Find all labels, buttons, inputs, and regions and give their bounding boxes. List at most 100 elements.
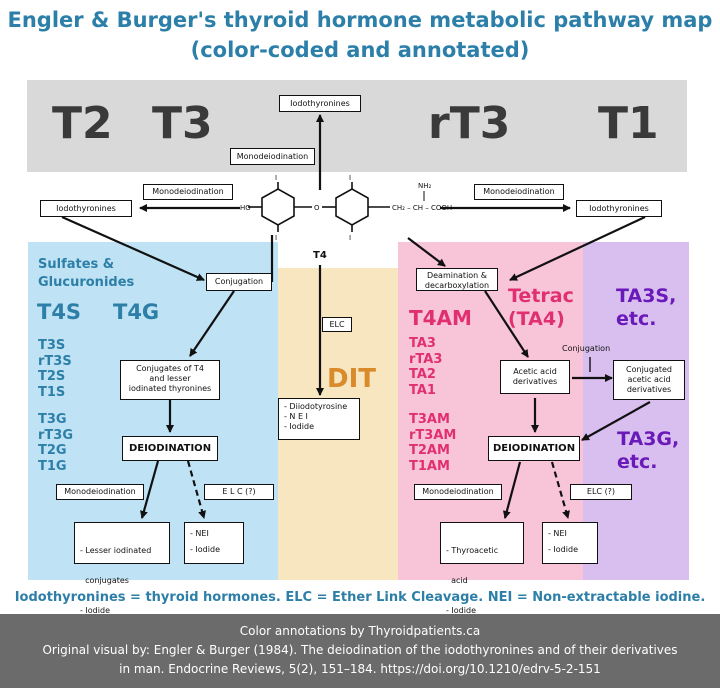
box-left-deiodination: DEIODINATION <box>122 436 218 461</box>
thyronamine-item: rT3AM <box>409 427 457 443</box>
sulfate-item: T2S <box>38 369 66 384</box>
label-ta3g: TA3G, etc. <box>617 428 679 474</box>
title-line-2: (color-coded and annotated) <box>190 38 530 62</box>
left-product-a-2: conjugates <box>80 576 129 585</box>
amine-item: TA2 <box>409 367 436 382</box>
conjugated-line-3: derivatives <box>626 385 672 394</box>
left-product-a-1: - Lesser iodinated <box>80 546 152 555</box>
right-product-b-1: - NEI <box>548 529 567 538</box>
label-t1: T1 <box>598 98 659 149</box>
thyronamines-list: T3AM rT3AM T2AM T1AM <box>409 412 456 474</box>
box-left-iodothyronines: Iodothyronines <box>40 200 132 217</box>
box-acetic: Acetic acid derivatives <box>500 360 570 394</box>
svg-text:I: I <box>349 174 351 182</box>
svg-text:CH₂ – CH – COOH: CH₂ – CH – COOH <box>392 204 452 212</box>
box-left-elc: E L C (?) <box>204 484 274 500</box>
sulfates-heading-1: Sulfates & <box>38 257 115 272</box>
left-product-b-2: - Iodide <box>190 545 220 554</box>
amine-item: TA3 <box>409 336 436 351</box>
label-t3: T3 <box>152 98 213 149</box>
label-tetrac: Tetrac (TA4) <box>508 285 574 331</box>
t4-molecule <box>248 182 390 232</box>
label-rt3: rT3 <box>428 98 511 149</box>
title-line-1: Engler & Burger's thyroid hormone metabo… <box>7 8 713 32</box>
svg-text:HO: HO <box>240 204 251 212</box>
right-product-a-1: - Thyroacetic <box>446 546 499 555</box>
box-right-products-a: - Thyroacetic acid - Iodide <box>440 522 524 615</box>
conjugates-line-3: iodinated thyronines <box>128 384 212 393</box>
dit-label: DIT <box>327 364 376 394</box>
tetrac-line-2: (TA4) <box>508 308 565 330</box>
box-right-monodeiodination: Monodeiodination <box>474 184 564 200</box>
label-t2: T2 <box>52 98 113 149</box>
amine-item: TA1 <box>409 382 436 398</box>
tetrac-line-1: Tetrac <box>508 285 574 307</box>
footer-line-2: Original visual by: Engler & Burger (198… <box>42 643 678 657</box>
box-right-monodeiodination-2: Monodeiodination <box>414 484 502 500</box>
svg-text:O: O <box>314 204 320 212</box>
box-conjugated: Conjugated acetic acid derivatives <box>613 360 685 400</box>
box-conjugates: Conjugates of T4 and lesser iodinated th… <box>120 360 220 400</box>
label-t4am: T4AM <box>409 306 472 330</box>
svg-text:I: I <box>275 174 277 182</box>
right-product-a-3: - Iodide <box>446 606 476 615</box>
glucuronide-item: T1G <box>38 458 67 474</box>
ta3g-line-1: TA3G, <box>617 428 680 450</box>
label-t4g: T4G <box>113 300 160 324</box>
box-left-conjugation: Conjugation <box>206 273 272 291</box>
box-right-deiodination: DEIODINATION <box>488 436 580 461</box>
ta3g-line-2: etc. <box>617 451 658 473</box>
box-monodeiodination-top: Monodeiodination <box>230 148 315 165</box>
amines-list: TA3 rTA3 TA2 TA1 <box>409 336 442 398</box>
ta3s-line-2: etc. <box>616 308 657 330</box>
amine-item: rTA3 <box>409 351 443 367</box>
thyronamine-item: T1AM <box>409 458 450 474</box>
box-elc-center: ELC <box>322 317 352 332</box>
label-ta3s: TA3S, etc. <box>616 285 676 331</box>
box-deamination: Deamination & decarboxylation <box>416 268 498 291</box>
deamination-line-1: Deamination & <box>426 271 488 280</box>
left-product-a-3: - Iodide <box>80 606 110 615</box>
conjugated-line-1: Conjugated <box>626 365 672 374</box>
svg-text:NH₂: NH₂ <box>418 182 432 190</box>
glucuronide-item: T3G <box>38 412 67 427</box>
thyronamine-item: T2AM <box>409 443 450 458</box>
sulfates-heading-2: Glucuronides <box>38 275 135 290</box>
dit-product-2: - N E I <box>284 412 308 421</box>
right-product-a-2: acid <box>446 576 468 585</box>
box-right-elc: ELC (?) <box>570 484 632 500</box>
conjugates-line-2: and lesser <box>149 374 191 383</box>
glucuronide-item: rT3G <box>38 427 73 443</box>
conjugated-line-2: acetic acid <box>627 375 671 384</box>
box-left-products-b: - NEI - Iodide <box>184 522 244 564</box>
sulfate-item: T1S <box>38 384 66 400</box>
deamination-line-2: decarboxylation <box>424 281 490 290</box>
svg-text:I: I <box>349 234 351 242</box>
conjugates-line-1: Conjugates of T4 <box>136 364 204 373</box>
right-conjugation-label: Conjugation <box>562 344 611 353</box>
box-left-monodeiodination-2: Monodeiodination <box>56 484 144 500</box>
right-product-b-2: - Iodide <box>548 545 578 554</box>
glucuronides-list: T3G rT3G T2G T1G <box>38 412 73 474</box>
box-right-products-b: - NEI - Iodide <box>542 522 598 564</box>
box-iodothyronines-top: Iodothyronines <box>279 95 361 112</box>
footer: Color annotations by Thyroidpatients.ca … <box>0 614 720 688</box>
acetic-line-1: Acetic acid <box>513 367 557 376</box>
box-left-products-a: - Lesser iodinated conjugates - Iodide <box>74 522 170 615</box>
legend: Iodothyronines = thyroid hormones. ELC =… <box>14 590 706 605</box>
molecule-label: T4 <box>313 250 327 261</box>
dit-product-1: - Diiodotyrosine <box>284 402 348 411</box>
left-product-b-1: - NEI <box>190 529 209 538</box>
thyronamine-item: T3AM <box>409 412 450 427</box>
sulfates-heading: Sulfates & Glucuronides <box>38 256 134 292</box>
sulfate-item: rT3S <box>38 353 72 369</box>
box-left-monodeiodination: Monodeiodination <box>143 184 233 200</box>
sulfate-item: T3S <box>38 338 66 353</box>
dit-product-3: - Iodide <box>284 422 314 431</box>
label-t4s: T4S <box>37 300 82 324</box>
ta3s-line-1: TA3S, <box>616 285 677 307</box>
footer-line-3: in man. Endocrine Reviews, 5(2), 151–184… <box>119 662 601 676</box>
footer-line-1: Color annotations by Thyroidpatients.ca <box>239 624 481 638</box>
svg-text:I: I <box>275 234 277 242</box>
